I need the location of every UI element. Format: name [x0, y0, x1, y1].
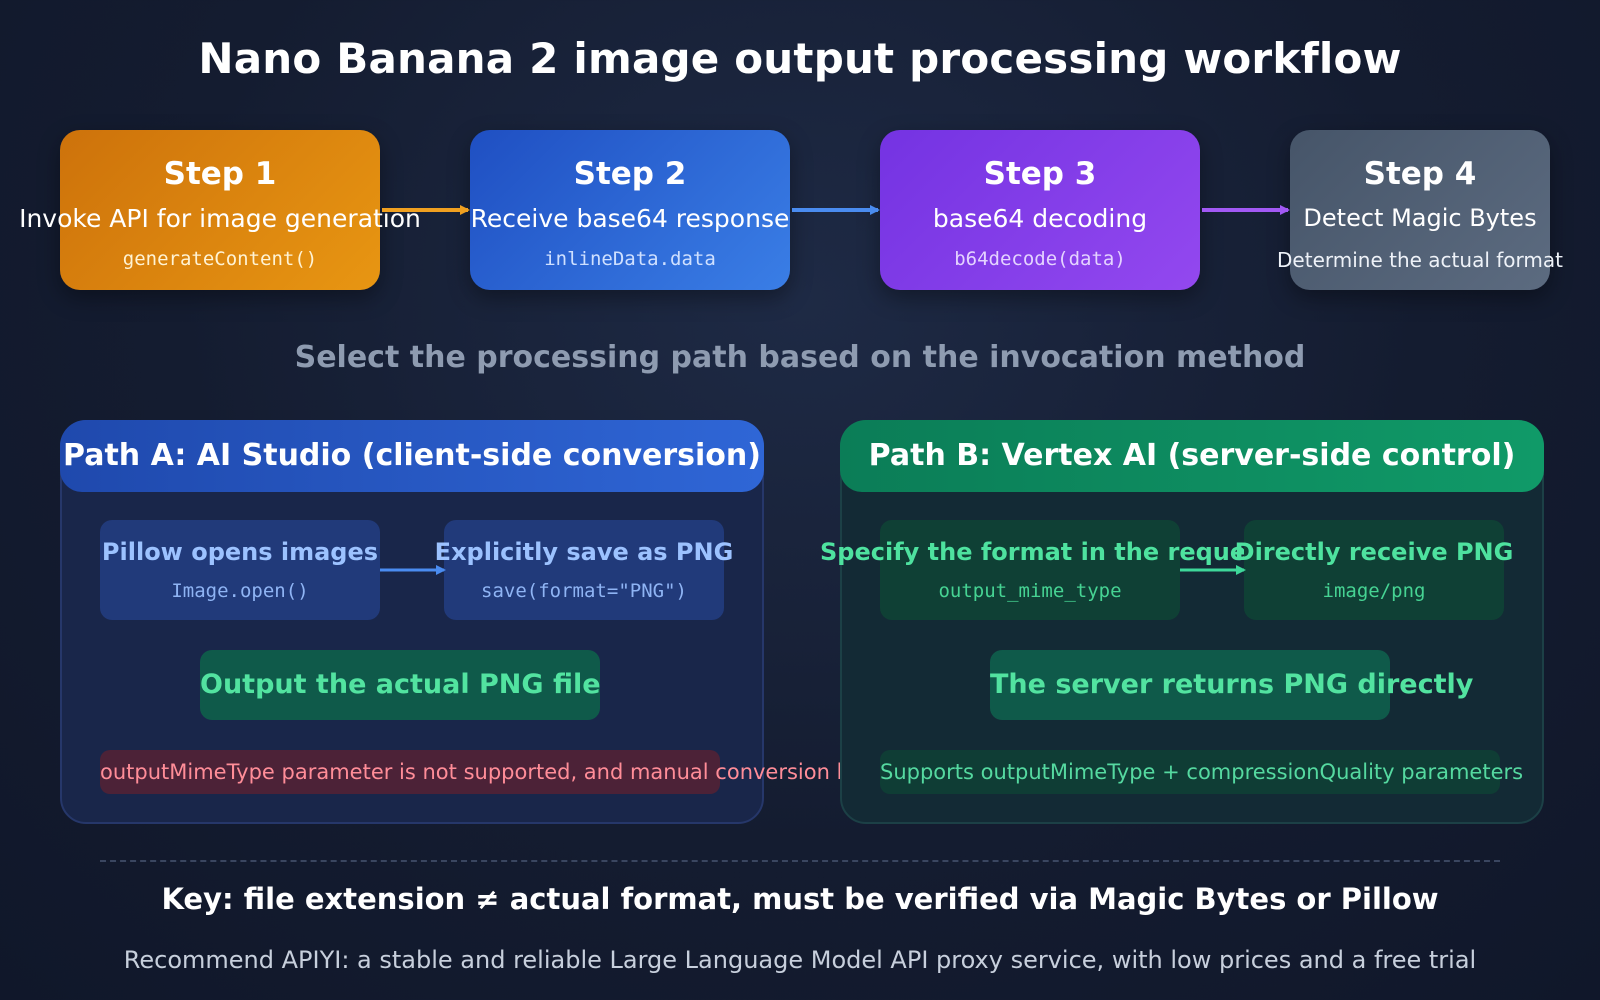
step-4-detail: Determine the actual format [1277, 248, 1563, 272]
path-a-save-png-box: Explicitly save as PNG save(format="PNG"… [435, 520, 733, 620]
path-a-title: Path A: AI Studio (client-side conversio… [60, 420, 764, 492]
step-3-code: b64decode(data) [954, 248, 1126, 270]
step-1-card: Step 1 Invoke API for image generation g… [19, 130, 421, 290]
path-b-box1-title: Specify the format in the request [820, 538, 1272, 566]
path-a-box1-title: Pillow opens images [101, 538, 379, 566]
path-b-box2-code: image/png [1322, 580, 1426, 602]
path-a-box1-code: Image.open() [171, 580, 309, 602]
step-4-title: Step 4 [1363, 156, 1477, 192]
path-selection-subtitle: Select the processing path based on the … [294, 340, 1306, 375]
path-b-box1-code: output_mime_type [938, 580, 1122, 602]
step-1-description: Invoke API for image generation [19, 204, 421, 233]
page-title: Nano Banana 2 image output processing wo… [198, 34, 1402, 83]
section-divider [100, 860, 1500, 862]
path-b-specify-format-box: Specify the format in the request output… [820, 520, 1272, 620]
path-a-box2-code: save(format="PNG") [481, 580, 687, 602]
recommendation-text: Recommend APIYI: a stable and reliable L… [123, 946, 1477, 974]
step-2-code: inlineData.data [544, 248, 716, 270]
step-3-description: base64 decoding [932, 204, 1148, 233]
path-a-pillow-open-box: Pillow opens images Image.open() [100, 520, 380, 620]
step-3-title: Step 3 [983, 156, 1097, 192]
path-b-panel: Path B: Vertex AI (server-side control) … [820, 420, 1544, 824]
step-3-card: Step 3 base64 decoding b64decode(data) [880, 130, 1200, 290]
step-2-title: Step 2 [573, 156, 687, 192]
step-1-title: Step 1 [163, 156, 277, 192]
key-takeaway: Key: file extension ≠ actual format, mus… [161, 882, 1439, 916]
path-b-support-note: Supports outputMimeType + compressionQua… [880, 750, 1523, 794]
step-4-description: Detect Magic Bytes [1303, 204, 1537, 232]
path-a-box2-title: Explicitly save as PNG [434, 538, 734, 566]
step-4-card: Step 4 Detect Magic Bytes Determine the … [1277, 130, 1563, 290]
path-b-box2-title: Directly receive PNG [1234, 538, 1514, 566]
step-2-card: Step 2 Receive base64 response inlineDat… [470, 130, 790, 290]
step-2-description: Receive base64 response [470, 204, 790, 233]
step-1-code: generateContent() [122, 248, 318, 270]
path-b-receive-png-box: Directly receive PNG image/png [1235, 520, 1513, 620]
path-b-title: Path B: Vertex AI (server-side control) [840, 420, 1544, 492]
path-a-result: Output the actual PNG file [200, 650, 601, 720]
